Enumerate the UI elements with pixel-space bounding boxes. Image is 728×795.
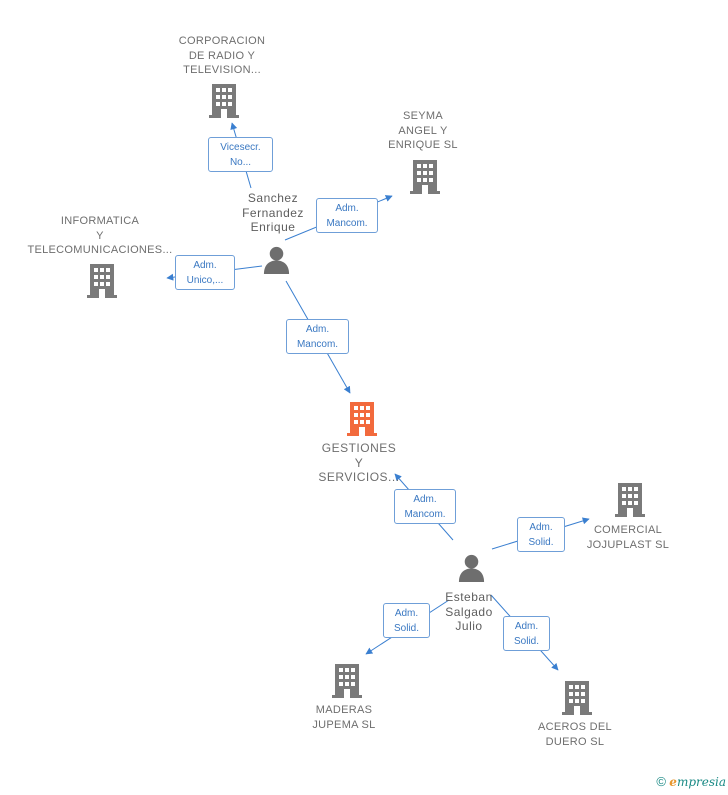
brand-logo-text: mpresia xyxy=(676,775,726,789)
company-label-maderas[interactable]: MADERAS JUPEMA SL xyxy=(312,704,376,731)
role-box-vicesecr[interactable]: Vicesecr. No... xyxy=(208,137,273,172)
building-icon[interactable] xyxy=(562,681,592,715)
footer-brand[interactable]: © empresia xyxy=(656,774,726,789)
building-icon[interactable] xyxy=(209,84,239,118)
company-label-seyma[interactable]: SEYMA ANGEL Y ENRIQUE SL xyxy=(388,110,458,151)
role-box-adm-solid-comercial[interactable]: Adm. Solid. xyxy=(517,517,565,552)
building-icon-highlight[interactable] xyxy=(347,402,377,436)
company-label-gestiones[interactable]: GESTIONES Y SERVICIOS... xyxy=(318,441,400,484)
company-label-aceros[interactable]: ACEROS DEL DUERO SL xyxy=(538,721,612,748)
building-icon[interactable] xyxy=(410,160,440,194)
person-icon[interactable] xyxy=(263,246,290,274)
company-label-corporacion[interactable]: CORPORACION DE RADIO Y TELEVISION... xyxy=(178,35,266,76)
role-box-adm-unico[interactable]: Adm. Unico,... xyxy=(175,255,235,290)
role-box-adm-solid-maderas[interactable]: Adm. Solid. xyxy=(383,603,430,638)
brand-logo-initial: e xyxy=(669,775,677,789)
company-label-informatica[interactable]: INFORMATICA Y TELECOMUNICACIONES... xyxy=(27,215,173,256)
role-box-adm-mancom-gestiones-sanchez[interactable]: Adm. Mancom. xyxy=(286,319,349,354)
building-icon[interactable] xyxy=(332,664,362,698)
building-icon[interactable] xyxy=(615,483,645,517)
copyright-symbol: © xyxy=(656,774,666,789)
person-icon[interactable] xyxy=(458,554,485,582)
role-box-adm-mancom-gestiones-esteban[interactable]: Adm. Mancom. xyxy=(394,489,456,524)
person-label-sanchez[interactable]: Sanchez Fernandez Enrique xyxy=(242,191,304,234)
company-label-comercial[interactable]: COMERCIAL JOJUPLAST SL xyxy=(586,524,670,551)
role-box-adm-mancom-seyma[interactable]: Adm. Mancom. xyxy=(316,198,378,233)
person-label-esteban[interactable]: Esteban Salgado Julio xyxy=(445,590,493,633)
role-box-adm-solid-aceros[interactable]: Adm. Solid. xyxy=(503,616,550,651)
building-icon[interactable] xyxy=(87,264,117,298)
